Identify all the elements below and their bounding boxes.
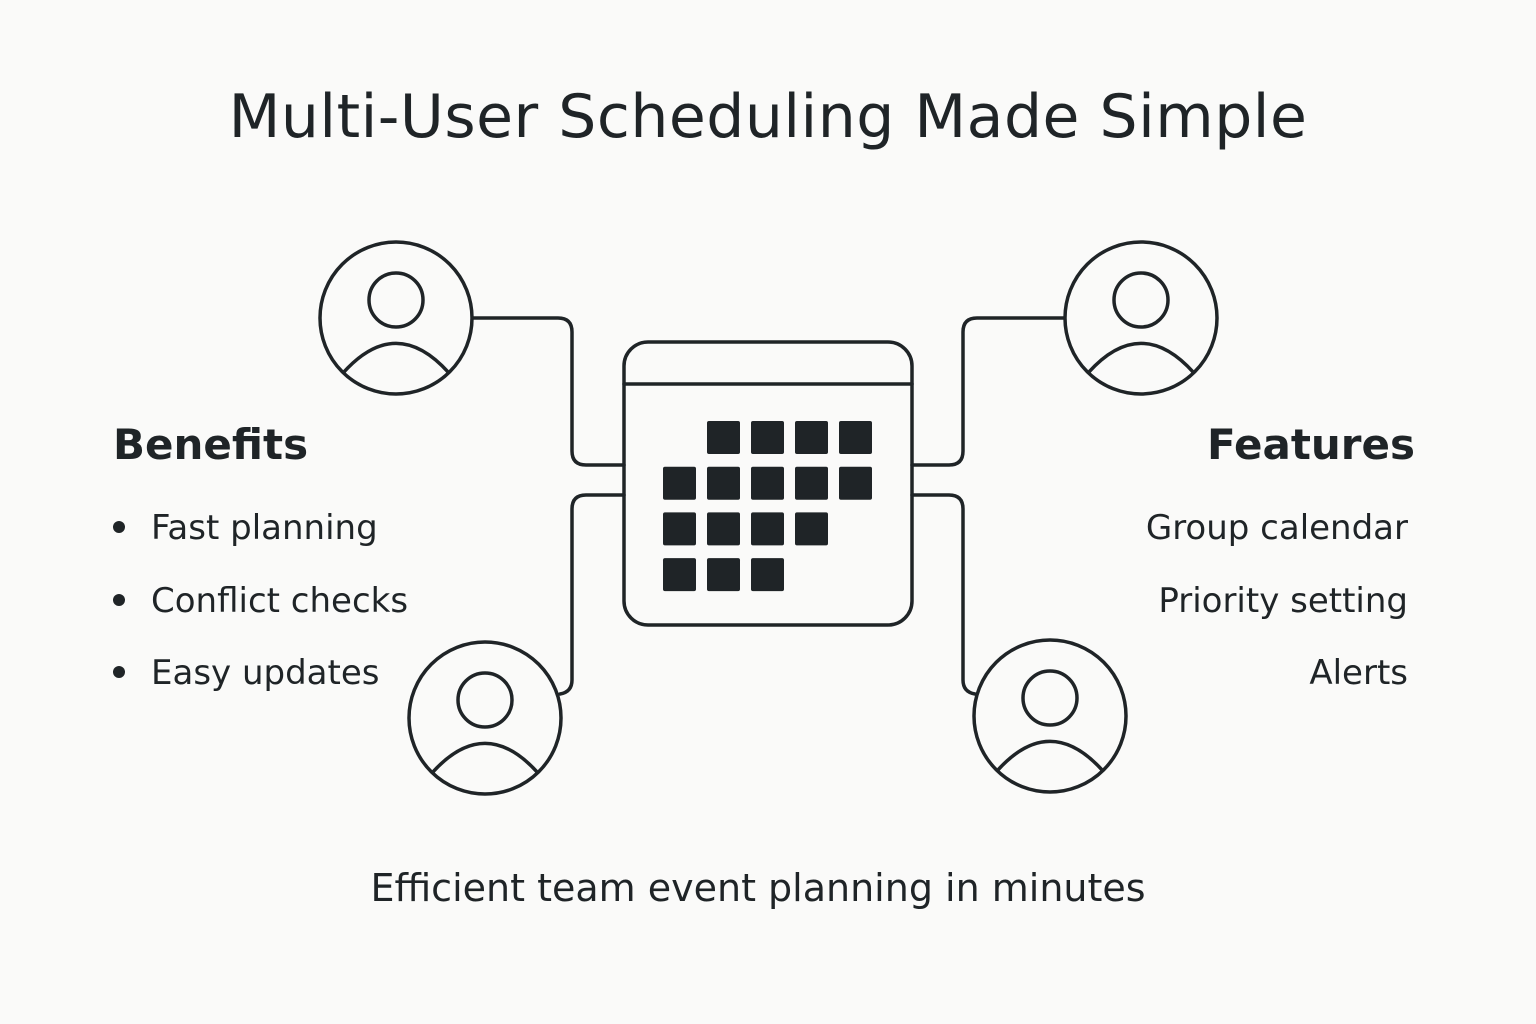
benefit-label: Conflict checks (151, 581, 409, 621)
user-icon (972, 638, 1128, 794)
calendar-day-cell (663, 466, 696, 500)
feature-item: Priority setting (1158, 581, 1408, 621)
bullet-icon (113, 593, 125, 606)
benefit-item: Conflict checks (113, 581, 408, 621)
benefit-label: Fast planning (151, 508, 378, 548)
connector-bottom-left (558, 493, 626, 696)
calendar-day-cell (751, 512, 784, 546)
calendar-day-cell (707, 466, 740, 500)
feature-item: Group calendar (1145, 508, 1408, 548)
user-icon (1063, 240, 1219, 396)
calendar-day-cell (663, 558, 696, 592)
calendar-day-cell (707, 421, 740, 454)
benefit-label: Easy updates (151, 653, 380, 693)
calendar-day-cell (795, 421, 828, 454)
calendar-day-cell (751, 558, 784, 592)
calendar-day-cell (839, 466, 872, 500)
connector-top-right (910, 316, 1066, 467)
benefit-item: Easy updates (113, 653, 379, 693)
calendar-icon (622, 340, 914, 627)
benefits-heading: Benefits (113, 420, 309, 469)
calendar-day-cell (839, 421, 872, 454)
footer-tagline: Efficient team event planning in minutes (370, 866, 1146, 910)
calendar-day-cell (795, 466, 828, 500)
calendar-days (663, 421, 872, 592)
benefit-item: Fast planning (113, 508, 378, 548)
features-heading: Features (1207, 420, 1415, 469)
connector-bottom-right (910, 493, 977, 696)
user-icon (407, 640, 563, 796)
calendar-day-cell (707, 558, 740, 592)
bullet-icon (113, 520, 125, 533)
connector-top-left (471, 316, 626, 467)
calendar-day-cell (795, 512, 828, 546)
calendar-day-cell (707, 512, 740, 546)
user-icon (318, 240, 474, 396)
page-title: Multi-User Scheduling Made Simple (228, 82, 1308, 152)
calendar-day-cell (751, 466, 784, 500)
feature-item: Alerts (1309, 653, 1408, 693)
bullet-icon (113, 665, 125, 678)
calendar-day-cell (663, 512, 696, 546)
calendar-day-cell (751, 421, 784, 454)
